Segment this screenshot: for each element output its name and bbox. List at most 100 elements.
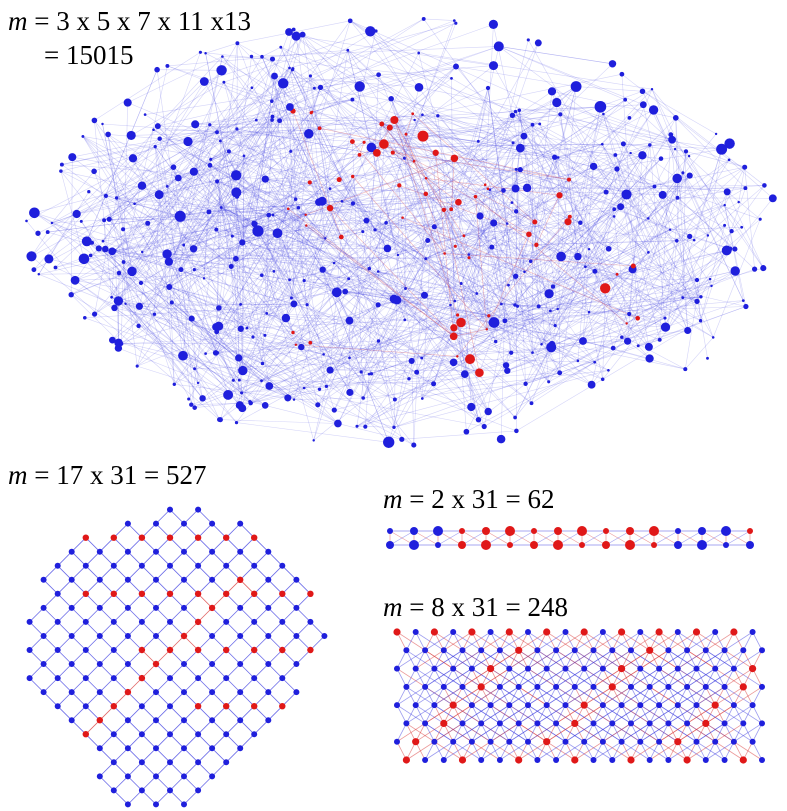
graph-node bbox=[693, 702, 700, 709]
graph-edge bbox=[491, 179, 570, 248]
graph-edge bbox=[334, 240, 428, 411]
graph-edge bbox=[183, 593, 199, 609]
graph-edge bbox=[466, 361, 595, 432]
graph-edge bbox=[205, 279, 290, 354]
graph-edge bbox=[498, 46, 644, 105]
graph-edge bbox=[363, 370, 609, 399]
graph-node bbox=[195, 759, 202, 766]
graph-edge bbox=[118, 272, 237, 423]
graph-edge bbox=[236, 176, 353, 193]
graph-edge bbox=[630, 668, 641, 688]
graph-edge bbox=[402, 217, 638, 319]
graph-node bbox=[376, 72, 381, 78]
graph-edge bbox=[268, 607, 283, 623]
graph-node bbox=[154, 66, 160, 73]
graph-node bbox=[54, 590, 61, 597]
graph-node bbox=[553, 647, 560, 654]
graph-edge bbox=[507, 318, 638, 371]
graph-edge bbox=[337, 226, 435, 424]
graph-edge bbox=[450, 209, 615, 306]
graph-node bbox=[178, 350, 188, 361]
graph-node bbox=[153, 745, 159, 752]
graph-edge bbox=[726, 191, 764, 269]
graph-edge bbox=[422, 135, 662, 159]
graph-edge bbox=[580, 109, 654, 223]
graph-edge bbox=[282, 663, 297, 679]
graph-node bbox=[600, 142, 604, 146]
graph-node bbox=[124, 576, 131, 583]
label-text: = 8 x 31 = 248 bbox=[409, 592, 568, 622]
graph-edge bbox=[282, 593, 297, 609]
graph-edge bbox=[560, 114, 624, 145]
graph-edge bbox=[251, 46, 499, 57]
graph-node bbox=[450, 629, 457, 635]
graph-edge bbox=[556, 102, 687, 152]
graph-edge bbox=[241, 373, 370, 394]
graph-node bbox=[639, 88, 646, 95]
graph-edge bbox=[626, 185, 765, 195]
graph-node bbox=[304, 213, 307, 217]
graph-edge bbox=[461, 530, 487, 546]
graph-node bbox=[392, 425, 396, 430]
graph-node bbox=[513, 303, 517, 307]
graph-node bbox=[394, 665, 400, 672]
graph-edge bbox=[191, 229, 217, 405]
graph-edge bbox=[236, 128, 323, 270]
graph-node bbox=[425, 237, 431, 244]
graph-node bbox=[324, 237, 327, 240]
graph-edge bbox=[611, 741, 622, 761]
graph-edge bbox=[296, 607, 311, 623]
graph-edge bbox=[55, 267, 140, 307]
graph-node bbox=[251, 731, 258, 738]
graph-node bbox=[602, 541, 610, 549]
graph-edge bbox=[251, 56, 342, 238]
graph-node bbox=[37, 273, 41, 276]
graph-edge bbox=[219, 404, 240, 420]
graph-node bbox=[187, 397, 191, 401]
graph-node bbox=[315, 402, 321, 408]
graph-node bbox=[514, 428, 519, 434]
graph-edge bbox=[282, 579, 297, 595]
graph-edge bbox=[169, 87, 253, 288]
graph-edge bbox=[169, 635, 185, 651]
graph-edge bbox=[505, 278, 711, 366]
graph-edge bbox=[127, 607, 143, 623]
graph-edge bbox=[118, 278, 349, 344]
graph-edge bbox=[651, 89, 677, 119]
graph-edge bbox=[676, 178, 708, 359]
graph-node bbox=[702, 647, 709, 654]
graph-edge bbox=[662, 194, 709, 236]
graph-edge bbox=[238, 299, 398, 359]
graph-node bbox=[233, 255, 239, 262]
graph-edge bbox=[241, 373, 465, 394]
graph-edge bbox=[271, 101, 379, 272]
graph-node bbox=[599, 629, 606, 635]
graph-node bbox=[95, 245, 102, 252]
graph-node bbox=[525, 629, 531, 635]
graph-node bbox=[135, 302, 143, 310]
graph-edge bbox=[274, 75, 291, 108]
graph-node bbox=[223, 590, 230, 597]
graph-edge bbox=[215, 326, 454, 363]
graph-edge bbox=[329, 152, 436, 189]
graph-node bbox=[188, 315, 195, 322]
graph-node bbox=[468, 628, 476, 636]
graph-edge bbox=[752, 631, 763, 651]
graph-node bbox=[520, 132, 528, 140]
graph-node bbox=[124, 688, 132, 696]
graph-edge bbox=[83, 258, 263, 364]
graph-edge bbox=[524, 186, 655, 273]
graph-edge bbox=[738, 167, 745, 203]
graph-edge bbox=[330, 190, 504, 209]
graph-node bbox=[167, 506, 173, 513]
graph-edge bbox=[114, 124, 211, 309]
graph-node bbox=[627, 756, 635, 764]
graph-edge bbox=[453, 155, 643, 329]
graph-edge bbox=[253, 537, 269, 552]
graph-node bbox=[362, 140, 366, 144]
graph-edge bbox=[422, 283, 462, 399]
graph-edge bbox=[85, 593, 101, 609]
graph-node bbox=[293, 633, 300, 639]
graph-edge bbox=[594, 361, 609, 371]
graph-edge bbox=[667, 240, 678, 329]
